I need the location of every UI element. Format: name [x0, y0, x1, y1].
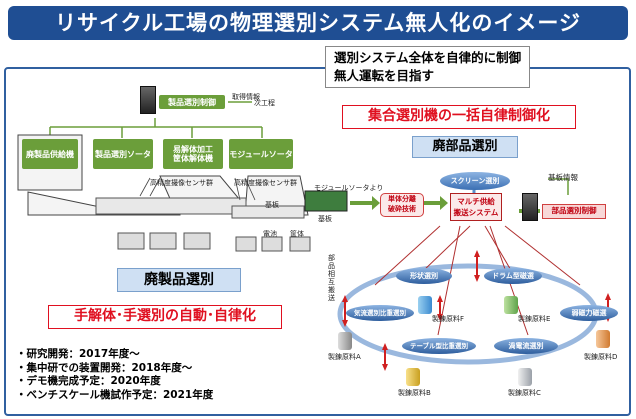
station-product-sorter: 製品選別ソータ	[93, 139, 153, 169]
weak-magnetic-label: 弱磁力磁選	[571, 309, 607, 317]
schedule-item: ・デモ機完成予定：2020年度	[16, 375, 161, 387]
eddy-current-machine: 渦電流選別	[494, 338, 558, 354]
parts-server-icon	[522, 193, 538, 221]
table-gravity-machine: テーブル型比重選別	[402, 338, 476, 354]
right-automation-banner: 集合選別機の一括自律制御化	[342, 105, 576, 129]
part-board-label: 基板	[265, 201, 279, 209]
product-e-label: 製錬原料E	[518, 315, 551, 323]
screen-sort-label: スクリーン選別	[450, 177, 500, 185]
schedule-list: ・研究開発：2017年度〜 ・集中研での装置開発：2018年度〜 ・デモ機完成予…	[16, 348, 213, 402]
sensor-label-1: 高精度撮像センサ群	[150, 179, 213, 187]
product-c-label: 製錬原料C	[508, 389, 541, 397]
airflow-sort-label: 気流選別比重選別	[354, 309, 406, 317]
product-d-bin	[596, 330, 610, 348]
product-sort-control: 製品選別制御	[159, 95, 225, 109]
board-label: 基板	[318, 215, 332, 223]
module-sorter-note: モジュールソータより	[314, 184, 384, 192]
product-sorting-title: 廃製品選別	[117, 268, 241, 292]
goal-callout: 選別システム全体を自律的に制御 無人運転を目指す	[325, 46, 530, 88]
goal-callout-line1: 選別システム全体を自律的に制御	[334, 50, 522, 65]
weak-magnetic-machine: 弱磁力磁選	[560, 305, 618, 321]
schedule-item: ・集中研での装置開発：2018年度〜	[16, 361, 193, 374]
schedule-item: ・ベンチスケール機試作予定：2021年度	[16, 388, 214, 401]
product-f-bin	[418, 296, 432, 314]
shape-sort-label: 形状選別	[410, 272, 438, 280]
board-photo	[304, 190, 348, 212]
station-module-sorter: モジュールソータ	[229, 139, 293, 169]
acquire-info-label: 取得情報	[232, 93, 260, 101]
next-process-label: 次工程	[254, 99, 275, 107]
schedule-item: ・研究開発：2017年度〜	[16, 348, 140, 360]
parts-transfer-label: 部品相互搬送	[328, 254, 335, 302]
left-automation-banner: 手解体･手選別の自動･自律化	[48, 305, 282, 329]
goal-callout-line2: 無人運転を目指す	[334, 68, 435, 83]
parts-sorting-title: 廃部品選別	[412, 136, 518, 158]
station-feeder: 廃製品供給機	[22, 139, 78, 169]
product-a-label: 製錬原料A	[328, 353, 361, 361]
part-battery-label: 電池	[263, 230, 277, 238]
parts-sort-control: 部品選別制御	[542, 204, 606, 219]
sensor-label-2: 高精度撮像センサ群	[234, 179, 297, 187]
product-c-bin	[518, 368, 532, 386]
multi-supply-system: マルチ供給 搬送システム	[450, 193, 502, 221]
table-gravity-label: テーブル型比重選別	[409, 342, 469, 350]
page-title: リサイクル工場の物理選別システム無人化のイメージ	[8, 6, 628, 40]
screen-sort-machine: スクリーン選別	[440, 172, 510, 190]
part-case-label: 筐体	[290, 230, 304, 238]
base-info-label: 基板情報	[548, 173, 578, 182]
shape-sort-machine: 形状選別	[396, 268, 452, 284]
airflow-sort-machine: 気流選別比重選別	[346, 305, 414, 321]
product-e-bin	[504, 296, 518, 314]
drum-magnetic-label: ドラム型磁選	[492, 272, 534, 280]
eddy-current-label: 渦電流選別	[508, 342, 544, 350]
single-separation-crusher: 単体分離 破砕技術	[380, 193, 424, 217]
product-b-label: 製錬原料B	[398, 389, 431, 397]
drum-magnetic-machine: ドラム型磁選	[484, 268, 542, 284]
product-a-bin	[338, 332, 352, 350]
station-dismantler: 易解体加工 筐体解体機	[163, 139, 223, 169]
product-b-bin	[406, 368, 420, 386]
server-icon	[140, 86, 156, 114]
product-d-label: 製錬原料D	[584, 353, 618, 361]
product-f-label: 製錬原料F	[432, 315, 465, 323]
